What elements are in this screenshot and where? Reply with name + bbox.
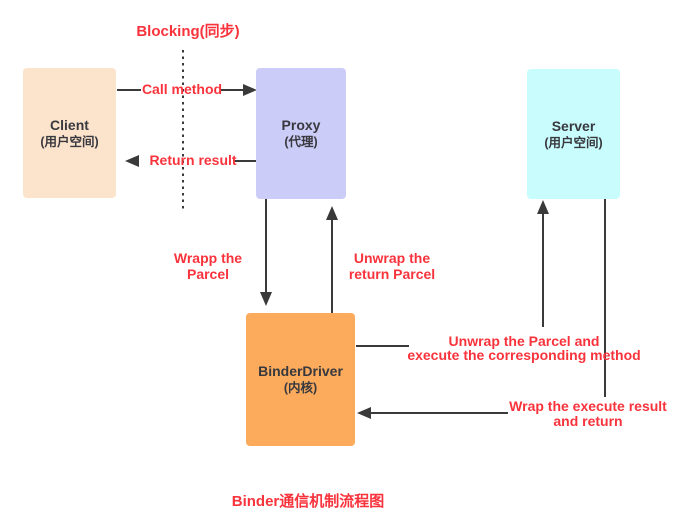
node-server-subtitle: (用户空间) [544, 135, 603, 150]
label-unwrap-parcel-execute-line1: Unwrap the Parcel and [448, 333, 600, 349]
label-unwrap-return-parcel-line1: Unwrap the [353, 250, 431, 266]
label-wrap-the-parcel-line1: Wrapp the [173, 250, 243, 266]
driver-to-server-arrowhead [537, 200, 549, 214]
node-proxy-subtitle: (代理) [284, 135, 318, 149]
label-wrap-execute-result-line2: and return [553, 413, 623, 429]
node-client-name: Client [50, 116, 89, 133]
label-unwrap-return-parcel: Unwrap the return Parcel [349, 250, 435, 282]
node-binder-driver-subtitle: (内核) [283, 381, 318, 395]
node-client: Client (用户空间) [23, 68, 116, 198]
driver-to-proxy-arrowhead [326, 206, 338, 220]
server-to-driver-arrowhead [357, 407, 371, 419]
label-wrap-execute-result: Wrap the execute result and return [509, 399, 667, 429]
label-wrap-the-parcel-line2: Parcel [186, 266, 230, 282]
node-proxy-name: Proxy [281, 117, 321, 133]
proxy-to-driver-arrowhead [260, 292, 272, 306]
node-client-subtitle: (用户空间) [40, 134, 99, 149]
label-unwrap-parcel-execute-line2: execute the corresponding method [407, 347, 641, 363]
label-blocking: Blocking(同步) [136, 23, 240, 40]
label-unwrap-parcel-execute: Unwrap the Parcel and execute the corres… [407, 334, 640, 362]
node-server-name: Server [551, 117, 596, 134]
call-method-arrowhead [243, 84, 257, 96]
node-binder-driver: BinderDriver (内核) [246, 313, 355, 446]
return-result-arrowhead [125, 155, 139, 167]
label-call-method: Call method [141, 81, 223, 97]
label-wrap-the-parcel: Wrapp the Parcel [174, 250, 242, 282]
label-wrap-execute-result-line1: Wrap the execute result [509, 398, 667, 414]
label-unwrap-return-parcel-line2: return Parcel [348, 266, 436, 282]
node-proxy: Proxy (代理) [256, 68, 346, 199]
label-return-result: Return result [149, 152, 237, 168]
node-server: Server (用户空间) [527, 69, 620, 199]
node-binder-driver-name: BinderDriver [258, 363, 343, 379]
diagram-title: Binder通信机制流程图 [231, 493, 385, 510]
